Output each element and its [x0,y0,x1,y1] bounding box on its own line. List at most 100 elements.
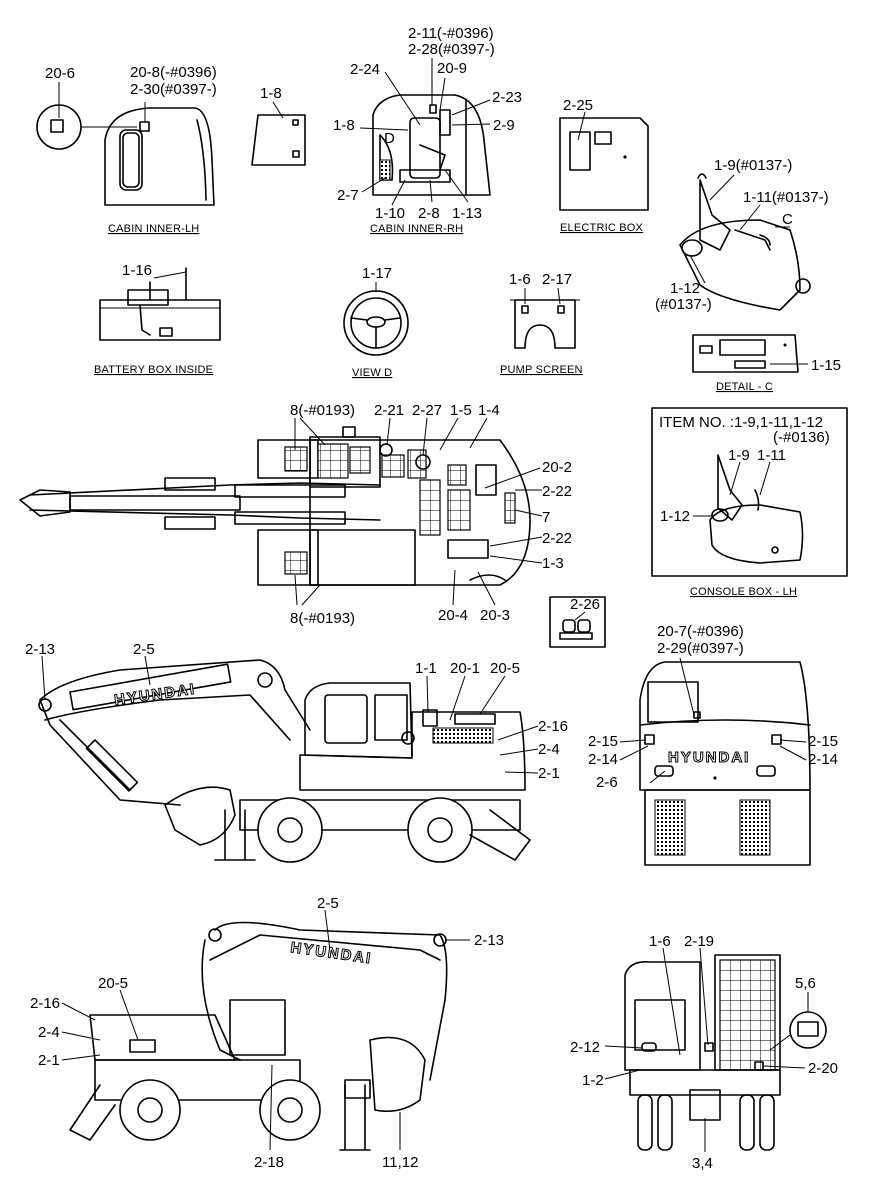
label-1-8-rh: 1-8 [333,117,355,134]
label-2-30: 2-30(#0397-) [130,81,217,98]
caption-console-box-lh: CONSOLE BOX - LH [690,586,797,598]
label-1-11-top: 1-11(#0137-) [743,189,829,206]
joystick-console-view [679,173,811,311]
cabin-inner-lh-view [36,104,215,206]
label-2-13-bottom: 2-13 [474,932,504,949]
label-2-25: 2-25 [563,97,593,114]
label-8-bottom: 8(-#0193) [290,610,355,627]
label-2-26: 2-26 [570,596,600,613]
label-2-14-left: 2-14 [588,751,618,768]
cabin-inner-rh-view [372,94,491,196]
label-1-12-top: 1-12 [670,280,700,297]
inset-2-26 [549,596,606,648]
battery-box-inside-view [99,267,221,341]
label-1-10: 1-10 [375,205,405,222]
label-2-16-bottom: 2-16 [30,995,60,1012]
label-2-13-side: 2-13 [25,641,55,658]
label-2-9: 2-9 [493,117,515,134]
label-7: 7 [542,509,550,526]
label-2-16-side: 2-16 [538,718,568,735]
label-1-11-console: 1-11 [757,447,786,464]
label-2-29: 2-29(#0397-) [657,640,744,657]
label-2-14-right: 2-14 [808,751,838,768]
label-11-12: 11,12 [382,1154,418,1171]
label-1-6-pump: 1-6 [509,271,531,288]
leader-lines [41,58,809,1152]
label-20-3: 20-3 [480,607,510,624]
label-1-1: 1-1 [415,660,437,677]
label-2-22-b: 2-22 [542,530,572,547]
caption-detail-c: DETAIL - C [716,381,773,393]
console-item-line2: (-#0136) [773,429,830,446]
label-1-8: 1-8 [260,85,282,102]
letter-d: D [384,130,395,147]
label-3-4: 3,4 [692,1155,713,1172]
console-box-lh-panel [651,407,848,577]
label-20-4: 20-4 [438,607,468,624]
brand-rear: HYUNDAI [668,749,750,766]
label-1-4: 1-4 [478,402,500,419]
label-1-12-console: 1-12 [660,508,690,525]
electric-box-view [559,117,649,211]
label-2-23: 2-23 [492,89,522,106]
label-20-5-bottom: 20-5 [98,975,128,992]
caption-cabin-inner-lh: CABIN INNER-LH [108,223,199,235]
machine-rear-view [639,661,811,866]
label-2-11: 2-11(-#0396) [408,25,494,42]
label-2-7: 2-7 [337,187,359,204]
label-1-6-rear: 1-6 [649,933,671,950]
caption-pump-screen: PUMP SCREEN [500,364,583,376]
label-2-15-right: 2-15 [808,733,838,750]
label-2-1-bottom: 2-1 [38,1052,60,1069]
caption-view-d: VIEW D [352,367,392,379]
label-1-9-console: 1-9 [728,447,750,464]
label-2-17: 2-17 [542,271,572,288]
label-2-4-side: 2-4 [538,741,560,758]
label-5-6: 5,6 [795,975,816,992]
label-2-18: 2-18 [254,1154,284,1171]
caption-cabin-inner-rh: CABIN INNER-RH [370,223,463,235]
label-2-27: 2-27 [412,402,442,419]
label-2-1-side: 2-1 [538,765,560,782]
label-2-6: 2-6 [596,774,618,791]
label-20-7: 20-7(-#0396) [657,623,744,640]
machine-rear-grille-view [624,954,827,1151]
label-2-24: 2-24 [350,61,380,78]
label-1-16: 1-16 [122,262,152,279]
label-20-9: 20-9 [437,60,467,77]
label-2-22-a: 2-22 [542,483,572,500]
label-2-21: 2-21 [374,402,404,419]
pump-screen-view [510,299,580,349]
label-2-5-side: 2-5 [133,641,155,658]
label-1-3: 1-3 [542,555,564,572]
label-2-28: 2-28(#0397-) [408,41,495,58]
machine-opposite-side-view [69,921,448,1151]
label-20-5-side: 20-5 [490,660,520,677]
caption-battery-box-inside: BATTERY BOX INSIDE [94,364,213,376]
label-20-6: 20-6 [45,65,75,82]
label-1-12-serial: (#0137-) [655,296,712,313]
machine-top-view [19,426,531,586]
label-2-20: 2-20 [808,1060,838,1077]
label-1-5: 1-5 [450,402,472,419]
part-labels: 20-6 20-8(-#0396) 2-30(#0397-) 1-8 2-11(… [25,25,841,1172]
label-2-8: 2-8 [418,205,440,222]
window-panel-view [251,114,306,166]
label-1-17: 1-17 [362,265,392,282]
label-20-1: 20-1 [450,660,480,677]
label-1-2: 1-2 [582,1072,604,1089]
brand-boom-bottom: HYUNDAI [289,939,373,967]
label-2-12: 2-12 [570,1039,600,1056]
label-2-5-bottom: 2-5 [317,895,339,912]
label-1-15: 1-15 [811,357,841,374]
label-1-13: 1-13 [452,205,482,222]
letter-c: C [782,211,793,228]
steering-wheel-view [343,290,409,356]
label-2-19: 2-19 [684,933,714,950]
brand-boom-side: HYUNDAI [113,681,197,709]
machine-side-view [38,659,531,863]
caption-electric-box: ELECTRIC BOX [560,222,644,234]
label-1-9-top: 1-9(#0137-) [714,157,792,174]
